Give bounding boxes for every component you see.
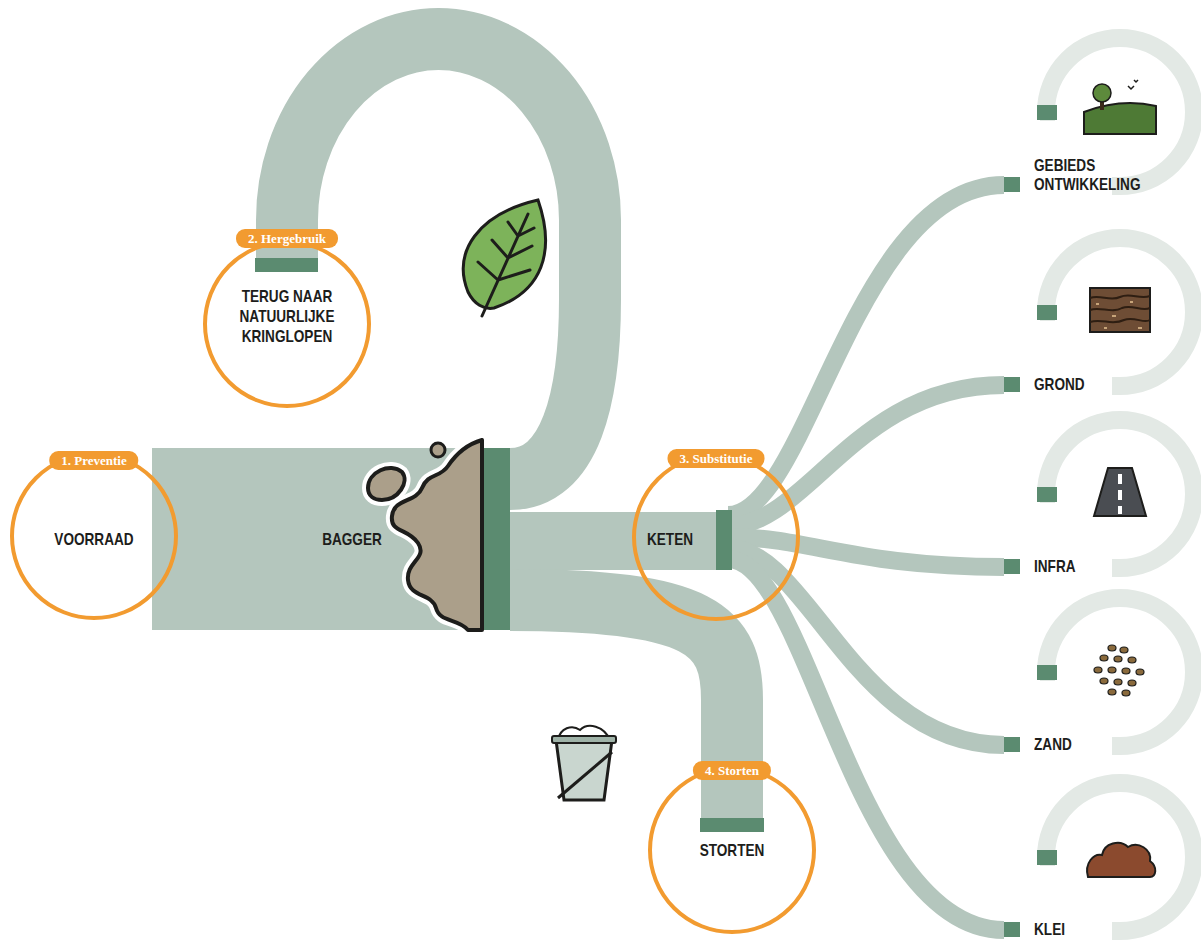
flow-band — [728, 385, 1004, 526]
sand-grain — [1114, 656, 1122, 662]
tree-crown — [1093, 84, 1111, 102]
ring-band — [1040, 598, 1194, 746]
output-ring — [1037, 420, 1194, 568]
ring-band — [1040, 238, 1194, 386]
output-label: GROND — [1034, 372, 1146, 398]
flow-band — [728, 185, 1004, 515]
road-dash — [1118, 506, 1122, 514]
bucket-icon — [552, 726, 616, 800]
flow-end-bar — [484, 448, 510, 630]
sand-grain — [1136, 669, 1144, 675]
stage-badge: 1. Preventie — [49, 451, 138, 470]
output-node: ZAND — [1004, 732, 1174, 758]
bucket-body — [556, 740, 612, 800]
circle-ring — [205, 242, 369, 406]
circle-ring — [650, 768, 814, 932]
splash-drop-halo — [368, 468, 405, 500]
node-label: KETEN — [640, 530, 701, 550]
sand-grain — [1108, 645, 1116, 651]
output-node: INFRA — [1004, 554, 1174, 580]
node-label: VOORRAAD — [38, 530, 150, 550]
flow-band — [287, 39, 590, 479]
stage-badge: 3. Substitutie — [668, 449, 765, 468]
ring-bar — [1037, 487, 1057, 502]
flow-end-bar — [716, 510, 732, 570]
stage-circle: 3. SubstitutieKETEN — [632, 453, 800, 621]
stage-circle: 2. HergebruikTERUG NAAR NATUURLIJKE KRIN… — [203, 240, 371, 408]
ring-band — [1040, 420, 1194, 568]
sand-grain — [1122, 690, 1130, 696]
clay-icon — [1087, 843, 1155, 877]
ring-bar — [1037, 105, 1057, 120]
mud-splash — [392, 440, 482, 630]
ring-band — [1040, 783, 1194, 931]
flow-end-bar — [700, 818, 764, 832]
sand-grain — [1108, 689, 1116, 695]
road-dash — [1118, 474, 1122, 484]
output-node: GROND — [1004, 372, 1174, 398]
flow-band — [510, 512, 724, 570]
sand-grain — [1094, 667, 1102, 673]
sand-grain — [1100, 678, 1108, 684]
output-ring — [1037, 238, 1194, 386]
output-ring — [1037, 783, 1194, 931]
output-node: GEBIEDS ONTWIKKELING — [1004, 156, 1174, 196]
flow-band — [510, 600, 732, 821]
ring-bar — [1037, 305, 1057, 320]
mud-drop — [368, 468, 405, 500]
flow-end-marker — [1004, 737, 1020, 752]
sand-grain — [1122, 668, 1130, 674]
bird-icon — [1128, 80, 1138, 89]
flow-band-box: BAGGER — [178, 448, 510, 630]
output-node: KLEI — [1004, 917, 1174, 943]
output-label: GEBIEDS ONTWIKKELING — [1034, 156, 1146, 194]
stage-circle: 4. StortenSTORTEN — [648, 766, 816, 934]
sand-grain — [1128, 657, 1136, 663]
soil-specks — [1096, 302, 1142, 328]
stage-badge: 4. Storten — [693, 761, 771, 780]
leaf-veins — [478, 214, 534, 316]
road-icon — [1094, 468, 1146, 516]
flow-end-marker — [1004, 559, 1020, 574]
sand-grain — [1108, 667, 1116, 673]
node-label: TERUG NAAR NATUURLIJKE KRINGLOPEN — [239, 287, 335, 347]
node-label: BAGGER — [308, 530, 396, 550]
output-label: KLEI — [1034, 917, 1146, 943]
flow-band — [728, 559, 1004, 930]
circle-ring — [12, 454, 176, 618]
stage-badge: 2. Hergebruik — [236, 229, 338, 248]
road-dash — [1118, 490, 1122, 500]
flow-end-bar — [255, 258, 318, 272]
ring-bar — [1037, 665, 1057, 680]
ring-bar — [1037, 850, 1057, 865]
output-label: INFRA — [1034, 554, 1146, 580]
bucket-handle — [558, 752, 612, 798]
node-label: STORTEN — [676, 841, 788, 861]
output-label: ZAND — [1034, 732, 1146, 758]
sand-icon — [1094, 645, 1144, 696]
flow-end-marker — [1004, 177, 1020, 192]
circle-ring — [634, 455, 798, 619]
output-ring — [1037, 598, 1194, 746]
mud-drop — [431, 443, 445, 457]
sand-grain — [1128, 680, 1136, 686]
flow-end-marker — [1004, 922, 1020, 937]
leaf-icon — [463, 200, 545, 316]
sand-grain — [1114, 679, 1122, 685]
sand-grain — [1100, 655, 1108, 661]
sand-grain — [1120, 647, 1128, 653]
landscape-icon — [1084, 103, 1156, 134]
stage-circle: 1. PreventieVOORRAAD — [10, 452, 178, 620]
flow-end-marker — [1004, 377, 1020, 392]
bucket-rim — [552, 736, 616, 743]
soil-icon — [1090, 288, 1150, 332]
soil-layers — [1090, 295, 1150, 322]
